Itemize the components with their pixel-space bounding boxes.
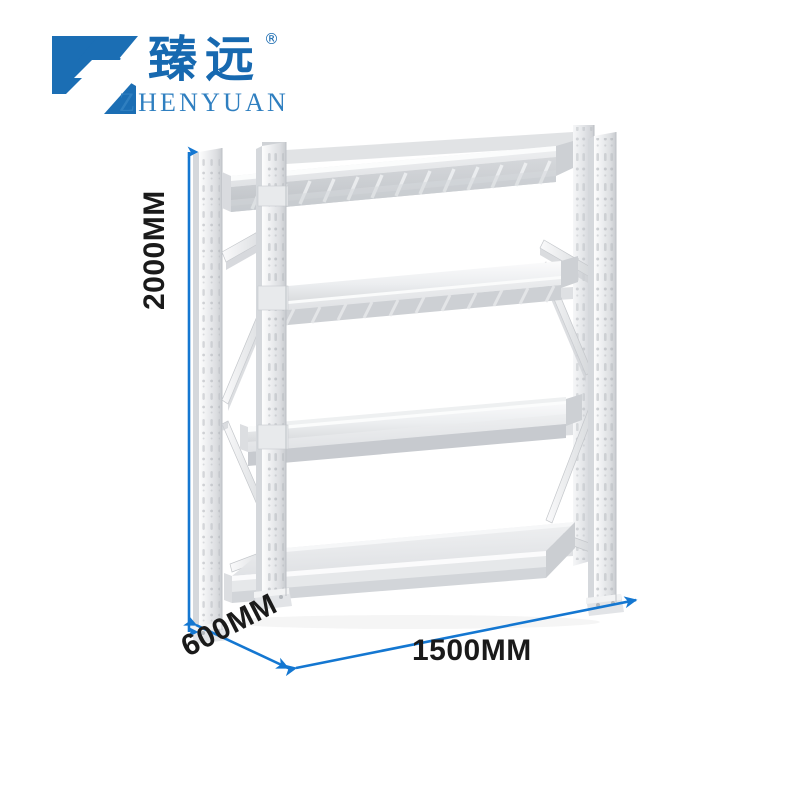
shelf-level-2 <box>258 256 578 327</box>
brand-chinese-name: 臻远 <box>148 31 263 88</box>
brand-logo: 臻远 ® ZHENYUAN <box>52 28 292 120</box>
shelf-level-1 <box>222 141 573 212</box>
center-front-upright <box>254 142 292 610</box>
zy-monogram-logo-icon <box>52 36 138 114</box>
width-dimension-arrow <box>283 596 638 677</box>
depth-dimension-arrow <box>183 614 290 670</box>
height-dimension-label: 2000MM <box>138 190 171 310</box>
shelf-level-4 <box>224 522 575 603</box>
registered-trademark-icon: ® <box>264 30 279 48</box>
shelf-level-3 <box>240 394 582 466</box>
brand-latin-name: ZHENYUAN <box>119 88 290 117</box>
front-right-upright <box>586 132 624 616</box>
width-dimension-label: 1500MM <box>412 634 532 667</box>
